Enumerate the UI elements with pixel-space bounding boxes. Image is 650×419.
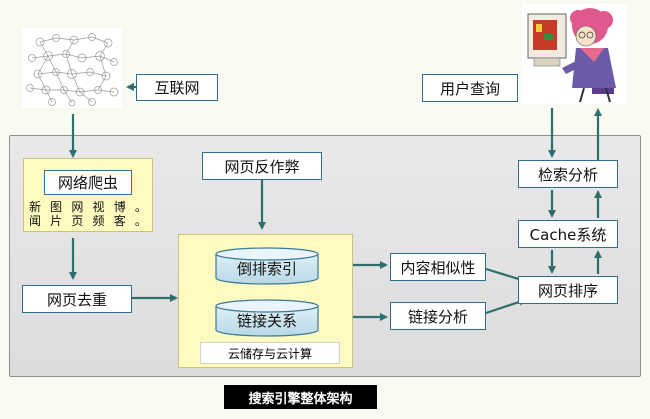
cloud-storage-label: 云储存与云计算	[200, 342, 340, 364]
user-image	[522, 4, 627, 104]
source-images: 图片	[50, 200, 63, 228]
user-query-node: 用户查询	[422, 74, 518, 102]
diagram-caption: 搜索引擎整体架构	[224, 385, 377, 409]
crawler-node: 网络爬虫	[44, 170, 132, 195]
anti-cheat-node: 网页反作弊	[202, 152, 322, 180]
dedup-node: 网页去重	[22, 285, 132, 313]
cache-node: Cache系统	[518, 220, 618, 248]
source-blogs: 博客	[113, 200, 126, 228]
source-webpages: 网页	[71, 200, 84, 228]
crawler-sources: 新闻 图片 网页 视频 博客 。。	[28, 200, 148, 230]
inverted-index-node: 倒排索引	[236, 260, 297, 278]
content-similarity-node: 内容相似性	[390, 253, 486, 281]
search-analysis-node: 检索分析	[518, 160, 618, 188]
inverted-index-cylinder: 倒排索引	[214, 246, 320, 286]
link-analysis-node: 链接分析	[390, 302, 486, 330]
internet-image	[22, 28, 122, 108]
source-news: 新闻	[28, 200, 41, 228]
source-video: 视频	[92, 200, 105, 228]
link-relation-cylinder: 链接关系	[214, 298, 320, 338]
internet-node: 互联网	[136, 74, 218, 101]
link-relation-node: 链接关系	[236, 312, 297, 330]
page-rank-node: 网页排序	[518, 276, 618, 304]
source-more: 。。	[134, 200, 147, 228]
